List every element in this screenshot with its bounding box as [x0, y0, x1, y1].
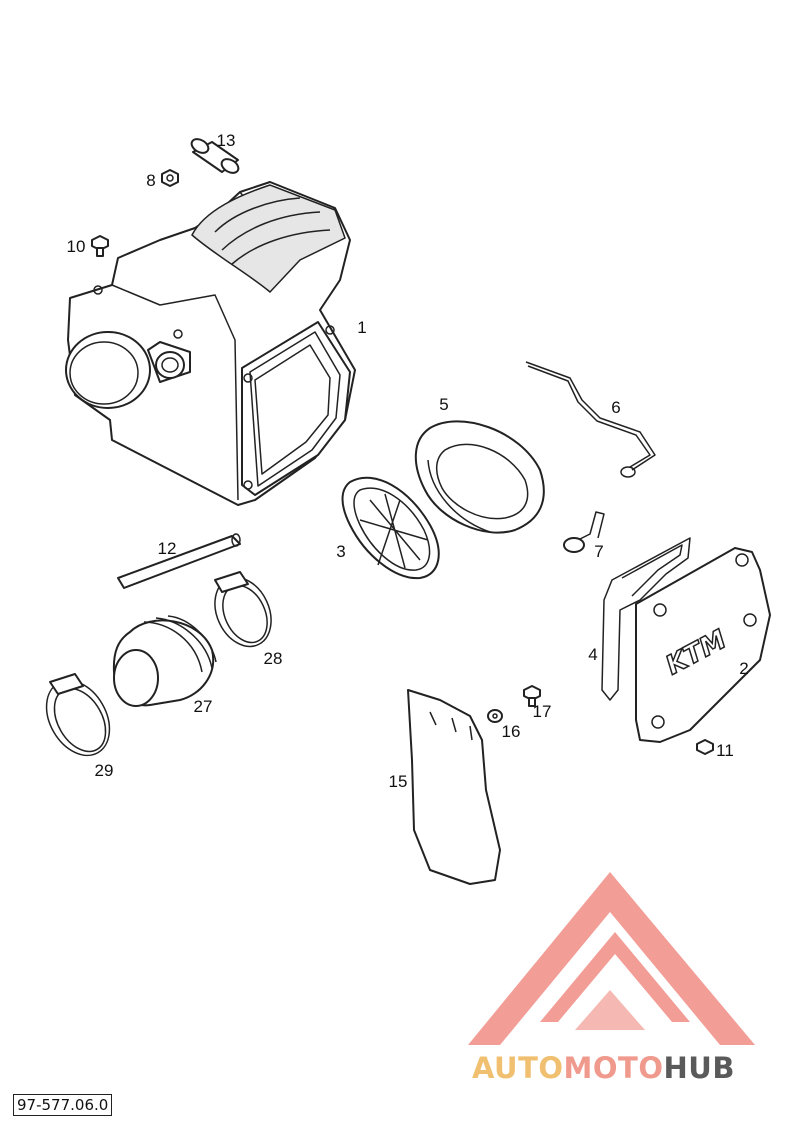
side-cover-2: KTM — [635, 547, 771, 743]
wire-bracket-6 — [525, 361, 656, 478]
reference-number: 97-577.06.0 — [13, 1094, 113, 1116]
callout-12: 12 — [158, 539, 177, 558]
callout-1: 1 — [357, 318, 366, 337]
watermark-moto: MOTO — [564, 1051, 664, 1085]
callout-29: 29 — [95, 761, 114, 780]
callout-6: 6 — [611, 398, 620, 417]
nut-8 — [161, 169, 179, 187]
air-filter-5 — [414, 420, 545, 534]
callout-2: 2 — [739, 659, 748, 678]
screw-11 — [696, 739, 714, 755]
callout-7: 7 — [594, 542, 603, 561]
callout-11: 11 — [716, 741, 734, 760]
hose-12 — [117, 533, 241, 589]
callout-3: 3 — [336, 542, 345, 561]
callout-13: 13 — [217, 131, 236, 150]
watermark-auto: AUTO — [472, 1051, 564, 1085]
watermark-hub: HUB — [664, 1051, 735, 1085]
watermark-logo — [468, 872, 755, 1045]
clip-7 — [563, 511, 605, 553]
callout-8: 8 — [146, 171, 155, 190]
clamp-28 — [214, 571, 272, 648]
filter-cage-3 — [341, 476, 440, 580]
sleeve-13 — [190, 138, 240, 174]
callout-15: 15 — [389, 772, 408, 791]
screw-17 — [523, 685, 541, 707]
callout-16: 16 — [502, 722, 521, 741]
callout-10: 10 — [67, 237, 86, 256]
callout-28: 28 — [264, 649, 283, 668]
watermark-triangle-inner — [540, 932, 690, 1022]
watermark-text: AUTOMOTOHUB — [472, 1051, 735, 1085]
rubber-sleeve-27 — [112, 615, 217, 707]
callout-27: 27 — [194, 697, 213, 716]
watermark-triangle-outer — [468, 872, 755, 1045]
clamp-29 — [45, 673, 111, 757]
gasket-4 — [601, 537, 691, 701]
callout-5: 5 — [439, 395, 448, 414]
washer-16 — [487, 709, 503, 723]
screw-10 — [91, 235, 109, 257]
mud-flap-15 — [407, 689, 501, 885]
callout-17: 17 — [533, 702, 552, 721]
callout-4: 4 — [588, 645, 597, 664]
watermark-triangle-core — [575, 990, 645, 1030]
airbox-housing — [65, 181, 356, 506]
